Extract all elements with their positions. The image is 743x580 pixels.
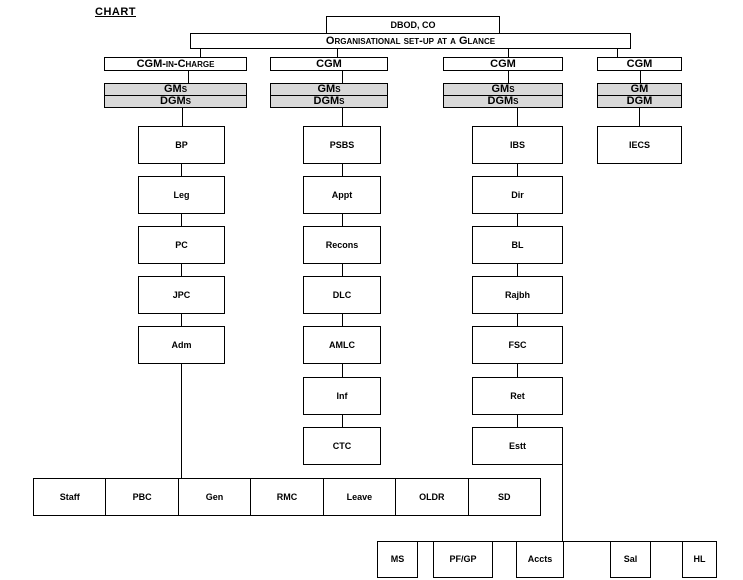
connector-banner-col1 [200, 49, 201, 57]
connector-cgm-gm-col1 [188, 71, 189, 83]
connector-dgm-unit-col1 [182, 108, 183, 126]
node-dgm-col4: DGM [597, 95, 682, 108]
connector-col1-4 [181, 314, 182, 326]
node-dgms-col2: DGMs [270, 95, 388, 108]
node-jpc: JPC [138, 276, 225, 314]
node-fsc: FSC [472, 326, 563, 364]
node-pbc: PBC [105, 478, 179, 516]
page-title: CHART [95, 6, 136, 18]
node-amlc: AMLC [303, 326, 381, 364]
connector-col2-6 [342, 415, 343, 427]
node-psbs: PSBS [303, 126, 381, 164]
connector-cgm-gm-col3 [508, 71, 509, 83]
connector-col2-5 [342, 364, 343, 377]
connector-col2-1 [342, 164, 343, 176]
node-leave: Leave [322, 478, 397, 516]
connector-banner-col3 [508, 49, 509, 57]
node-pfgp: PF/GP [433, 541, 493, 578]
connector-col1-2 [181, 214, 182, 226]
node-inf: Inf [303, 377, 381, 415]
node-cgm-3: CGM [443, 57, 563, 71]
node-ret: Ret [472, 377, 563, 415]
node-dgms-col1: DGMs [104, 95, 247, 108]
node-cgm-in-charge: CGM-in-Charge [104, 57, 247, 71]
node-ibs: IBS [472, 126, 563, 164]
connector-col3-2 [517, 214, 518, 226]
connector-col1-3 [181, 264, 182, 276]
connector-dgm-unit-col3 [517, 108, 518, 126]
node-recons: Recons [303, 226, 381, 264]
node-dir: Dir [472, 176, 563, 214]
node-oldr: OLDR [395, 478, 469, 516]
node-sal: Sal [610, 541, 651, 578]
connector-col3-5 [517, 364, 518, 377]
node-pc: PC [138, 226, 225, 264]
bottom-row-1: Staff PBC Gen RMC Leave OLDR SD [33, 478, 541, 516]
connector-col3-4 [517, 314, 518, 326]
node-sd: SD [467, 478, 541, 516]
connector-banner-col2 [337, 49, 338, 57]
node-accts: Accts [516, 541, 564, 578]
node-dbod-co: DBOD, CO [326, 16, 500, 34]
connector-col3-1 [517, 164, 518, 176]
node-cgm-4: CGM [597, 57, 682, 71]
node-cgm-2: CGM [270, 57, 388, 71]
node-org-setup-banner: Organisational set-up at a Glance [190, 33, 631, 49]
node-rajbh: Rajbh [472, 276, 563, 314]
connector-col3-3 [517, 264, 518, 276]
node-bl: BL [472, 226, 563, 264]
connector-col1-1 [181, 164, 182, 176]
connector-banner-col4 [617, 49, 618, 57]
node-appt: Appt [303, 176, 381, 214]
connector-estt-bottom-row [562, 464, 563, 542]
node-rmc: RMC [250, 478, 324, 516]
connector-dgm-unit-col4 [639, 108, 640, 126]
node-dgms-col3: DGMs [443, 95, 563, 108]
node-adm: Adm [138, 326, 225, 364]
node-staff: Staff [33, 478, 107, 516]
node-ms: MS [377, 541, 418, 578]
connector-adm-bottom-row [181, 364, 182, 478]
node-gen: Gen [177, 478, 252, 516]
connector-col2-4 [342, 314, 343, 326]
connector-cgm-gm-col4 [640, 71, 641, 83]
node-leg: Leg [138, 176, 225, 214]
connector-col2-3 [342, 264, 343, 276]
connector-cgm-gm-col2 [342, 71, 343, 83]
connector-dgm-unit-col2 [342, 108, 343, 126]
connector-col3-6 [517, 415, 518, 427]
node-bp: BP [138, 126, 225, 164]
node-iecs: IECS [597, 126, 682, 164]
node-ctc: CTC [303, 427, 381, 465]
node-dlc: DLC [303, 276, 381, 314]
connector-col2-2 [342, 214, 343, 226]
node-hl: HL [682, 541, 717, 578]
node-estt: Estt [472, 427, 563, 465]
